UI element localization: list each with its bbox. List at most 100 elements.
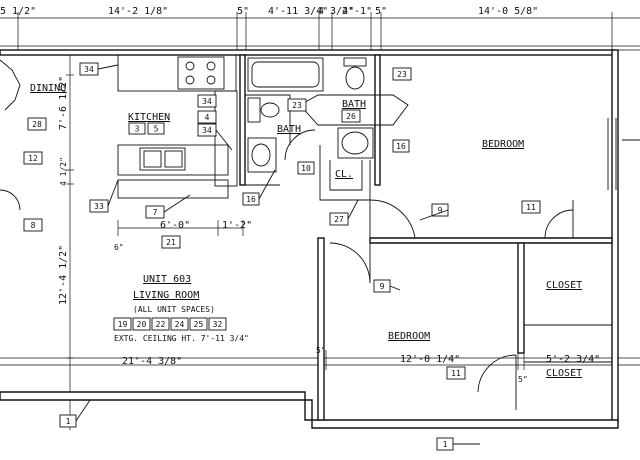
svg-text:33: 33	[94, 202, 104, 211]
svg-text:11: 11	[526, 203, 536, 212]
living-tag: 22	[151, 317, 170, 331]
keynote-tag: 1	[59, 414, 77, 428]
living-tag: 24	[170, 317, 189, 331]
kitchen-tag-row: 3 5	[128, 122, 165, 135]
dim-living-width: 21'-4 3/8"	[122, 356, 182, 367]
keynote-tag: 4	[197, 110, 217, 124]
keynote-tag: 9	[431, 203, 449, 217]
svg-text:1: 1	[443, 440, 448, 449]
svg-text:21: 21	[166, 238, 176, 247]
keynote-tag: 10	[297, 161, 315, 175]
dim-top-left: 5 1/2"	[0, 6, 36, 17]
keynote-tag: 21	[161, 235, 181, 249]
svg-text:27: 27	[334, 215, 344, 224]
svg-text:11: 11	[451, 369, 461, 378]
living-tag: 32	[208, 317, 227, 331]
kitchen-tag: 3	[128, 122, 146, 135]
svg-text:25: 25	[194, 320, 204, 329]
svg-text:28: 28	[32, 120, 42, 129]
keynote-tag: 28	[27, 117, 47, 131]
room-label-unit: UNIT 603	[143, 274, 191, 285]
svg-text:9: 9	[438, 206, 443, 215]
dim-wall-e: 5"	[316, 346, 326, 355]
ceiling-height-note: EXTG. CEILING HT. 7'-11 3/4"	[114, 334, 249, 343]
keynote-tag: 26	[341, 109, 361, 123]
dim-wall-d: 4 1/2"	[59, 157, 68, 186]
walls	[0, 49, 640, 429]
room-note-all-spaces: (ALL UNIT SPACES)	[133, 305, 215, 314]
living-tag-row: 19 20 22 24 25 32	[113, 317, 227, 331]
svg-text:8: 8	[31, 221, 36, 230]
dim-closet-width: 2'-1"	[342, 6, 372, 17]
svg-text:4: 4	[205, 113, 210, 122]
dim-offset: 6"	[114, 243, 124, 252]
keynote-tag: 12	[23, 151, 43, 165]
room-label-dining: DINING	[30, 83, 66, 94]
keynote-tag: 1	[436, 437, 454, 451]
keynote-tag: 34	[79, 62, 99, 76]
svg-text:1: 1	[66, 417, 71, 426]
living-tag: 19	[113, 317, 132, 331]
dim-wall-a: 5"	[237, 6, 249, 17]
dimension-labels: 5 1/2" 14'-2 1/8" 5" 4'-11 3/4" 4 3/4" 2…	[0, 6, 600, 384]
svg-text:12: 12	[28, 154, 38, 163]
dim-bath-width: 4'-11 3/4"	[268, 6, 328, 17]
svg-text:32: 32	[213, 320, 223, 329]
keynote-tag: 23	[287, 98, 307, 112]
dim-living-height: 12'-4 1/2"	[58, 245, 69, 305]
dim-counter-width: 6'-0"	[160, 220, 190, 231]
svg-text:3: 3	[135, 125, 140, 134]
svg-text:16: 16	[396, 142, 406, 151]
room-label-bath-2: BATH	[342, 99, 366, 110]
room-labels: DINING KITCHEN BATH BATH CL. BEDROOM BED…	[30, 83, 582, 379]
dim-bedroom2-width: 12'-0 1/4"	[400, 354, 460, 365]
room-label-bedroom-1: BEDROOM	[482, 139, 524, 150]
svg-text:7: 7	[153, 208, 158, 217]
dim-wall-b: 4 3/4"	[318, 6, 354, 17]
svg-text:23: 23	[397, 70, 407, 79]
room-label-closet-small: CL.	[335, 169, 353, 180]
room-label-bath: BATH	[277, 124, 301, 135]
svg-text:23: 23	[292, 101, 302, 110]
room-label-living: LIVING ROOM	[133, 290, 199, 301]
svg-text:19: 19	[118, 320, 128, 329]
keynote-tag: 23	[392, 67, 412, 81]
dim-closet2-width: 5'-2 3/4"	[546, 354, 600, 365]
keynote-tag: 33	[89, 199, 109, 213]
dim-wall-f: 5"	[518, 375, 528, 384]
living-tag: 25	[189, 317, 208, 331]
keynote-tags: 34 28 12 8 33 7 21 34 4 34 23 16 10 23 2…	[23, 62, 541, 451]
svg-text:22: 22	[156, 320, 166, 329]
leader-lines	[75, 64, 480, 445]
keynote-tag: 8	[23, 218, 43, 232]
keynote-tag: 34	[197, 123, 217, 137]
svg-text:34: 34	[202, 97, 212, 106]
keynote-tag: 16	[242, 192, 260, 206]
room-label-closet-2: CLOSET	[546, 368, 582, 379]
room-label-kitchen: KITCHEN	[128, 112, 170, 123]
svg-text:34: 34	[202, 126, 212, 135]
keynote-tag: 34	[197, 94, 217, 108]
svg-text:16: 16	[246, 195, 256, 204]
svg-text:24: 24	[175, 320, 185, 329]
svg-text:26: 26	[346, 112, 356, 121]
keynote-tag: 27	[329, 212, 349, 226]
svg-text:20: 20	[137, 320, 147, 329]
dim-kitchen-width: 14'-2 1/8"	[108, 6, 168, 17]
living-tag: 20	[132, 317, 151, 331]
svg-text:9: 9	[380, 282, 385, 291]
keynote-tag: 7	[145, 205, 165, 219]
dim-wall-c: 5"	[375, 6, 387, 17]
fixtures	[117, 54, 374, 187]
svg-text:34: 34	[84, 65, 94, 74]
door-swings	[0, 59, 574, 410]
kitchen-tag: 5	[147, 122, 165, 135]
room-label-closet-1: CLOSET	[546, 280, 582, 291]
keynote-tag: 9	[373, 279, 391, 293]
dim-bedroom-width: 14'-0 5/8"	[478, 6, 538, 17]
dim-counter-gap: 1'-2"	[222, 220, 252, 231]
keynote-tag: 11	[446, 366, 466, 380]
svg-text:5: 5	[154, 125, 159, 134]
keynote-tag: 16	[392, 139, 410, 153]
keynote-tag: 11	[521, 200, 541, 214]
